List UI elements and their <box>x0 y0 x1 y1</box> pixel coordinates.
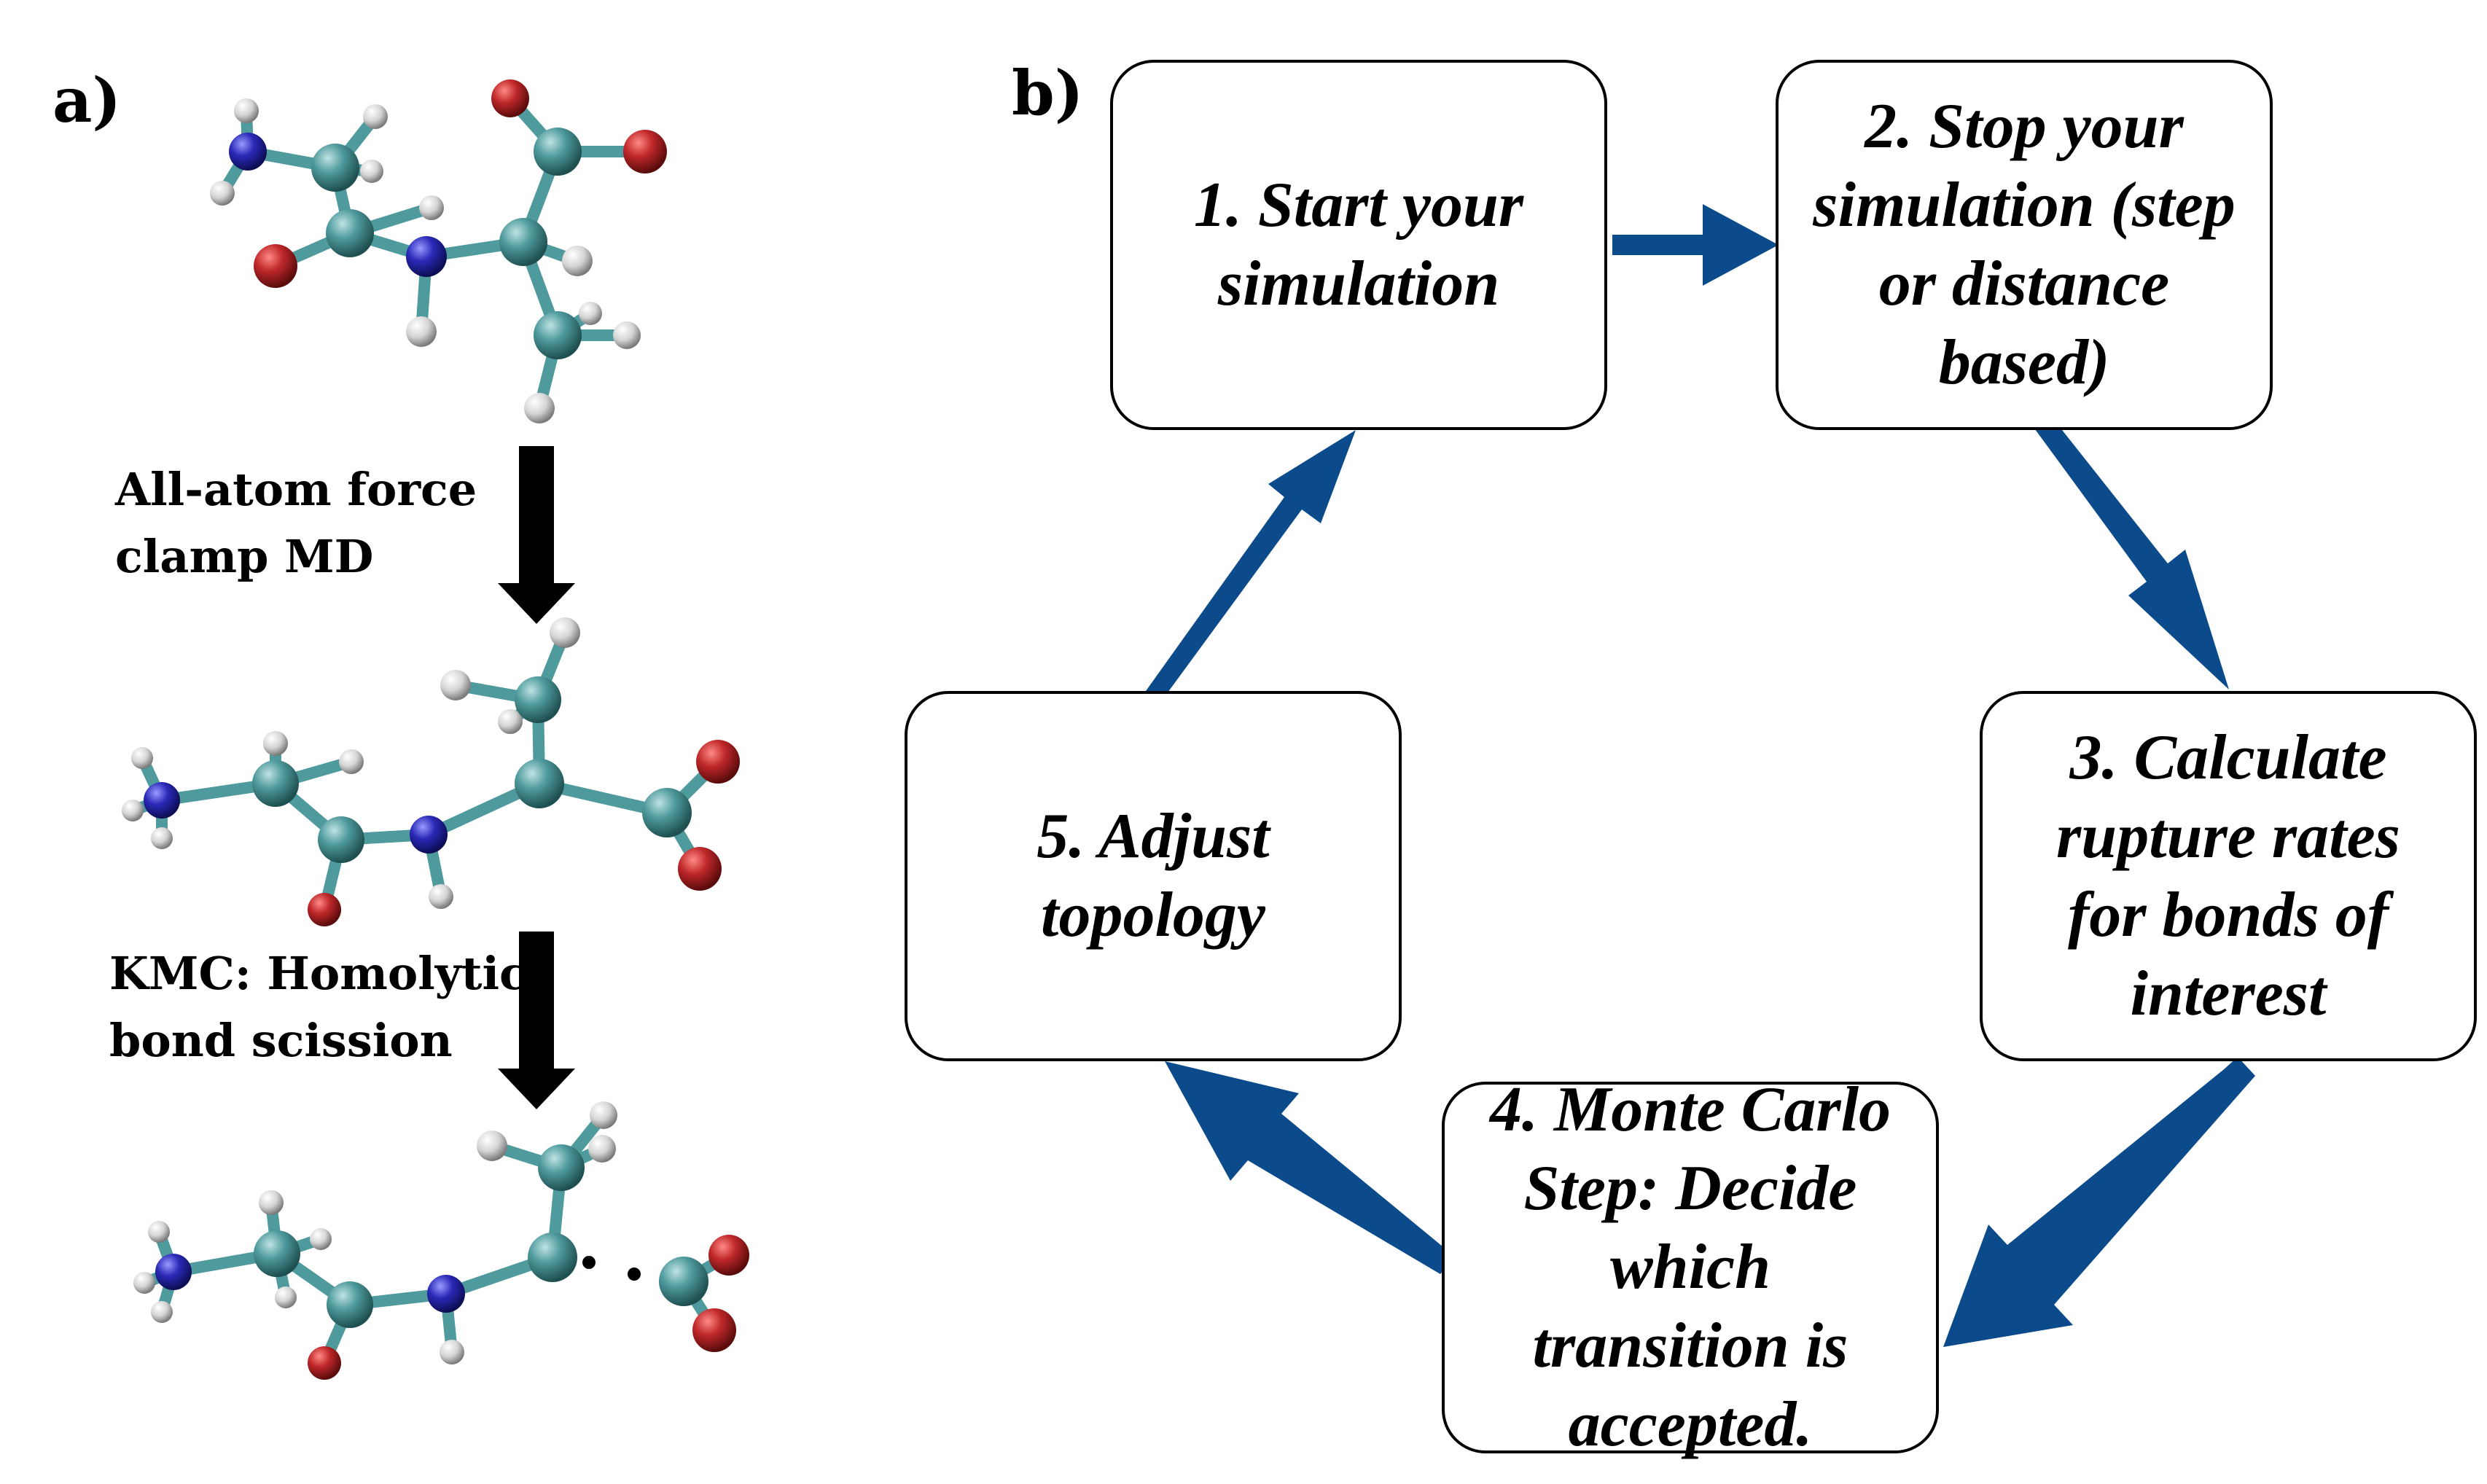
kmc-down-arrow <box>498 932 575 1109</box>
arrow-2-to-3 <box>2035 416 2229 690</box>
kmc-step-label-line2: bond scission <box>109 1014 453 1067</box>
panel-b-label: b) <box>1012 57 1084 129</box>
step-3-text: 3. Calculate rupture rates for bonds of … <box>2056 722 2400 1029</box>
step-5-text: 5. Adjust topology <box>1036 801 1270 950</box>
arrow-4-to-5 <box>1165 1061 1455 1274</box>
step-3-box: 3. Calculate rupture rates for bonds of … <box>1980 691 2477 1061</box>
arrow-3-to-4 <box>1943 1057 2255 1347</box>
step-2-text: 2. Stop your simulation (step or distanc… <box>1813 91 2236 398</box>
molecule-intact-top <box>210 79 667 423</box>
arrow-5-to-1 <box>1146 430 1356 700</box>
step-1-text: 1. Start your simulation <box>1193 170 1524 319</box>
molecule-broken-bottom <box>133 1101 749 1380</box>
md-step-label-line2: clamp MD <box>115 530 374 583</box>
arrow-1-to-2 <box>1612 204 1779 286</box>
md-step-label-line1: All-atom force <box>115 463 477 516</box>
panel-a-label: a) <box>52 64 122 136</box>
molecule-intact-middle <box>122 617 740 926</box>
step-2-box: 2. Stop your simulation (step or distanc… <box>1776 60 2273 430</box>
md-down-arrow <box>498 446 575 624</box>
cycle-arrows <box>1146 204 2255 1347</box>
step-4-box: 4. Monte Carlo Step: Decide which transi… <box>1442 1074 1939 1460</box>
step-4-text: 4. Monte Carlo Step: Decide which transi… <box>1489 1074 1891 1460</box>
step-5-box: 5. Adjust topology <box>905 691 1402 1061</box>
kmc-step-label-line1: KMC: Homolytic <box>109 947 527 1000</box>
step-1-box: 1. Start your simulation <box>1110 60 1607 430</box>
